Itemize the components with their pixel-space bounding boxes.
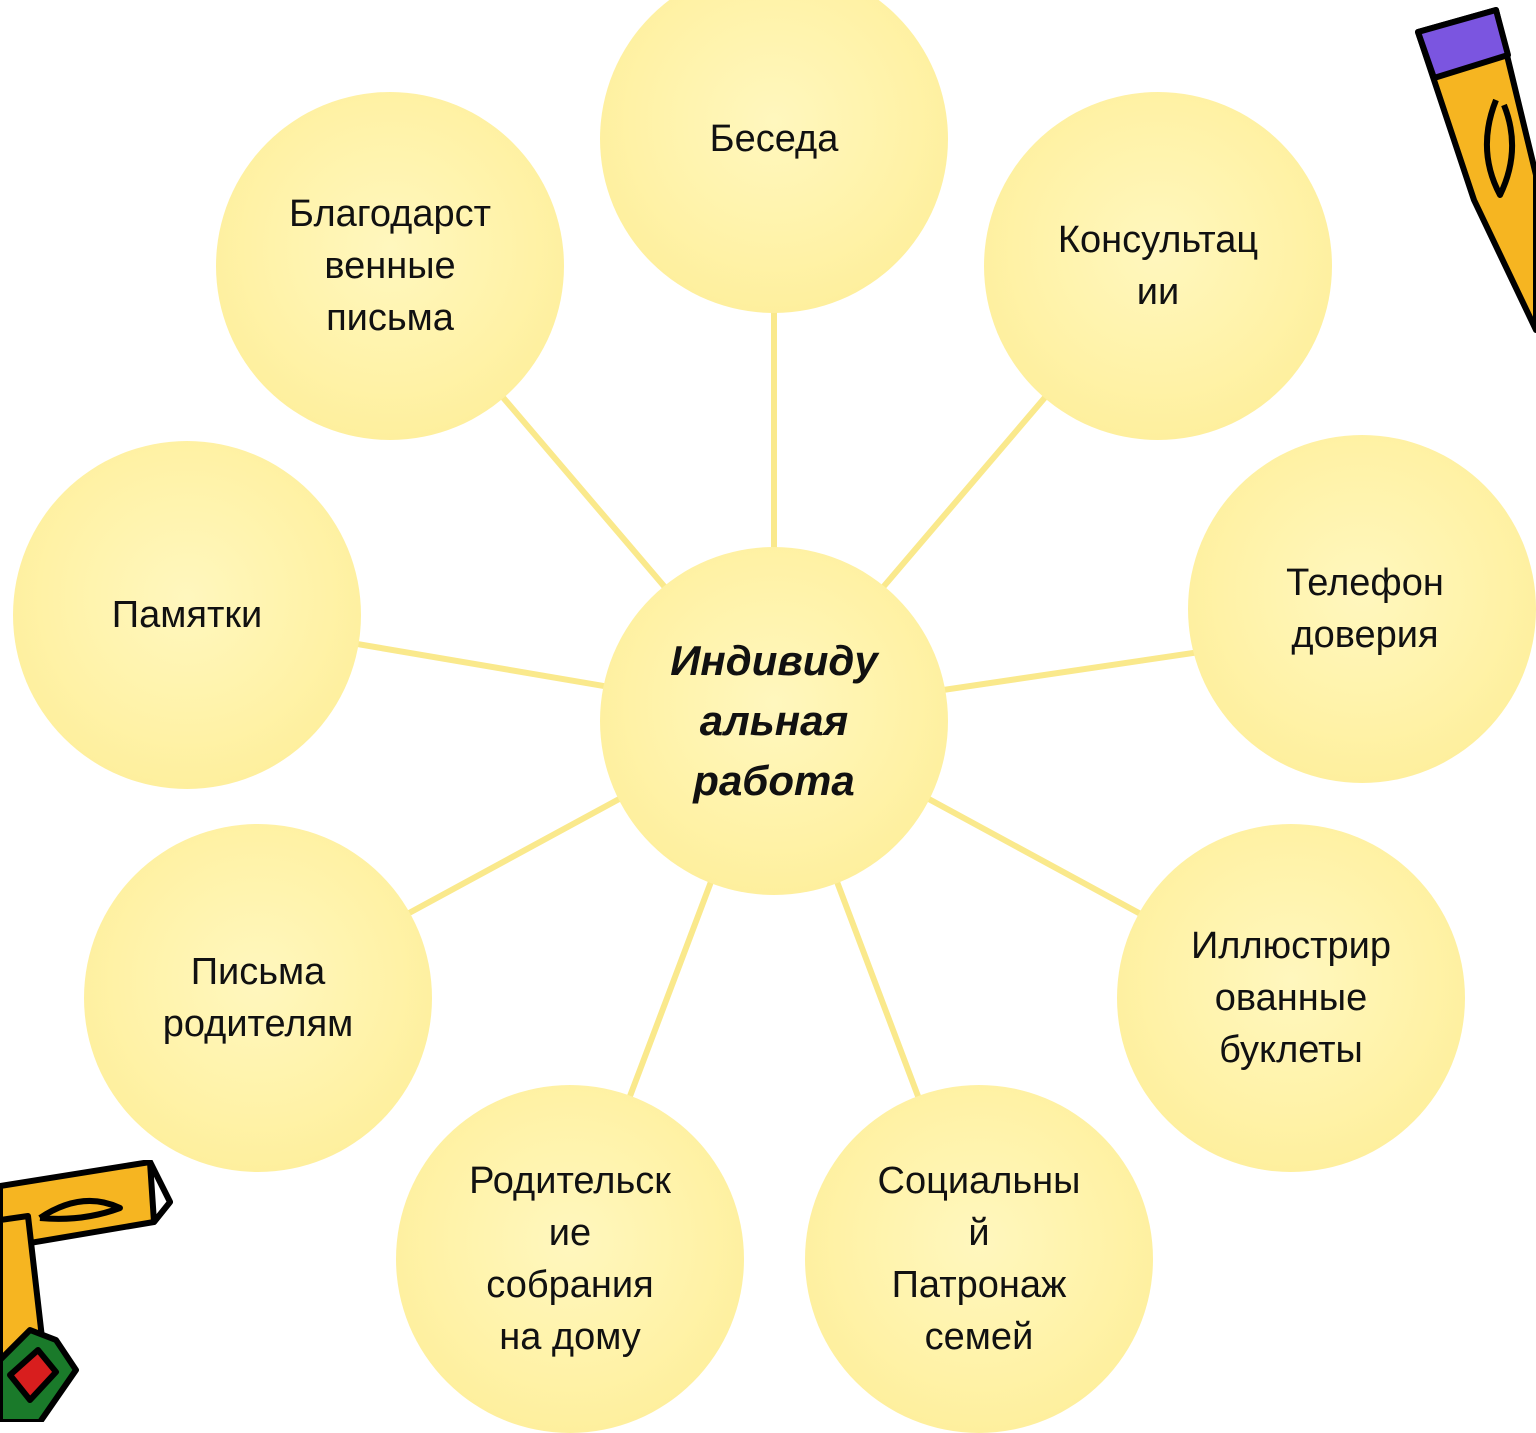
- node-label: Беседа: [709, 118, 839, 160]
- node-label: Телефон доверия: [1286, 562, 1444, 656]
- node-konsultatsii: Консультац ии: [984, 92, 1332, 440]
- center-label: Индивиду альная работа: [670, 637, 878, 804]
- node-center: Индивиду альная работа: [600, 547, 948, 895]
- node-label: Иллюстрир ованные буклеты: [1190, 925, 1392, 1071]
- node-pisma-roditelyam: Письма родителям: [84, 824, 432, 1172]
- node-sobraniya: Родительск ие собрания на дому: [396, 1085, 744, 1433]
- node-label: Благодарст венные письма: [289, 193, 491, 339]
- node-blagodarstvennye: Благодарст венные письма: [216, 92, 564, 440]
- node-telefon: Телефон доверия: [1188, 435, 1536, 783]
- pencil-icon: [1415, 7, 1536, 333]
- node-label: Памятки: [111, 594, 263, 636]
- node-label: Родительск ие собрания на дому: [469, 1160, 671, 1358]
- node-pamyatki: Памятки: [13, 441, 361, 789]
- node-label: Письма родителям: [162, 951, 354, 1045]
- node-buklety: Иллюстрир ованные буклеты: [1117, 824, 1465, 1172]
- node-label: Консультац ии: [1057, 219, 1259, 313]
- pencil-icon: [0, 1160, 173, 1422]
- node-beseda: Беседа: [600, 0, 948, 313]
- node-label: Социальны й Патронаж семей: [877, 1160, 1081, 1358]
- node-patronazh: Социальны й Патронаж семей: [805, 1085, 1153, 1433]
